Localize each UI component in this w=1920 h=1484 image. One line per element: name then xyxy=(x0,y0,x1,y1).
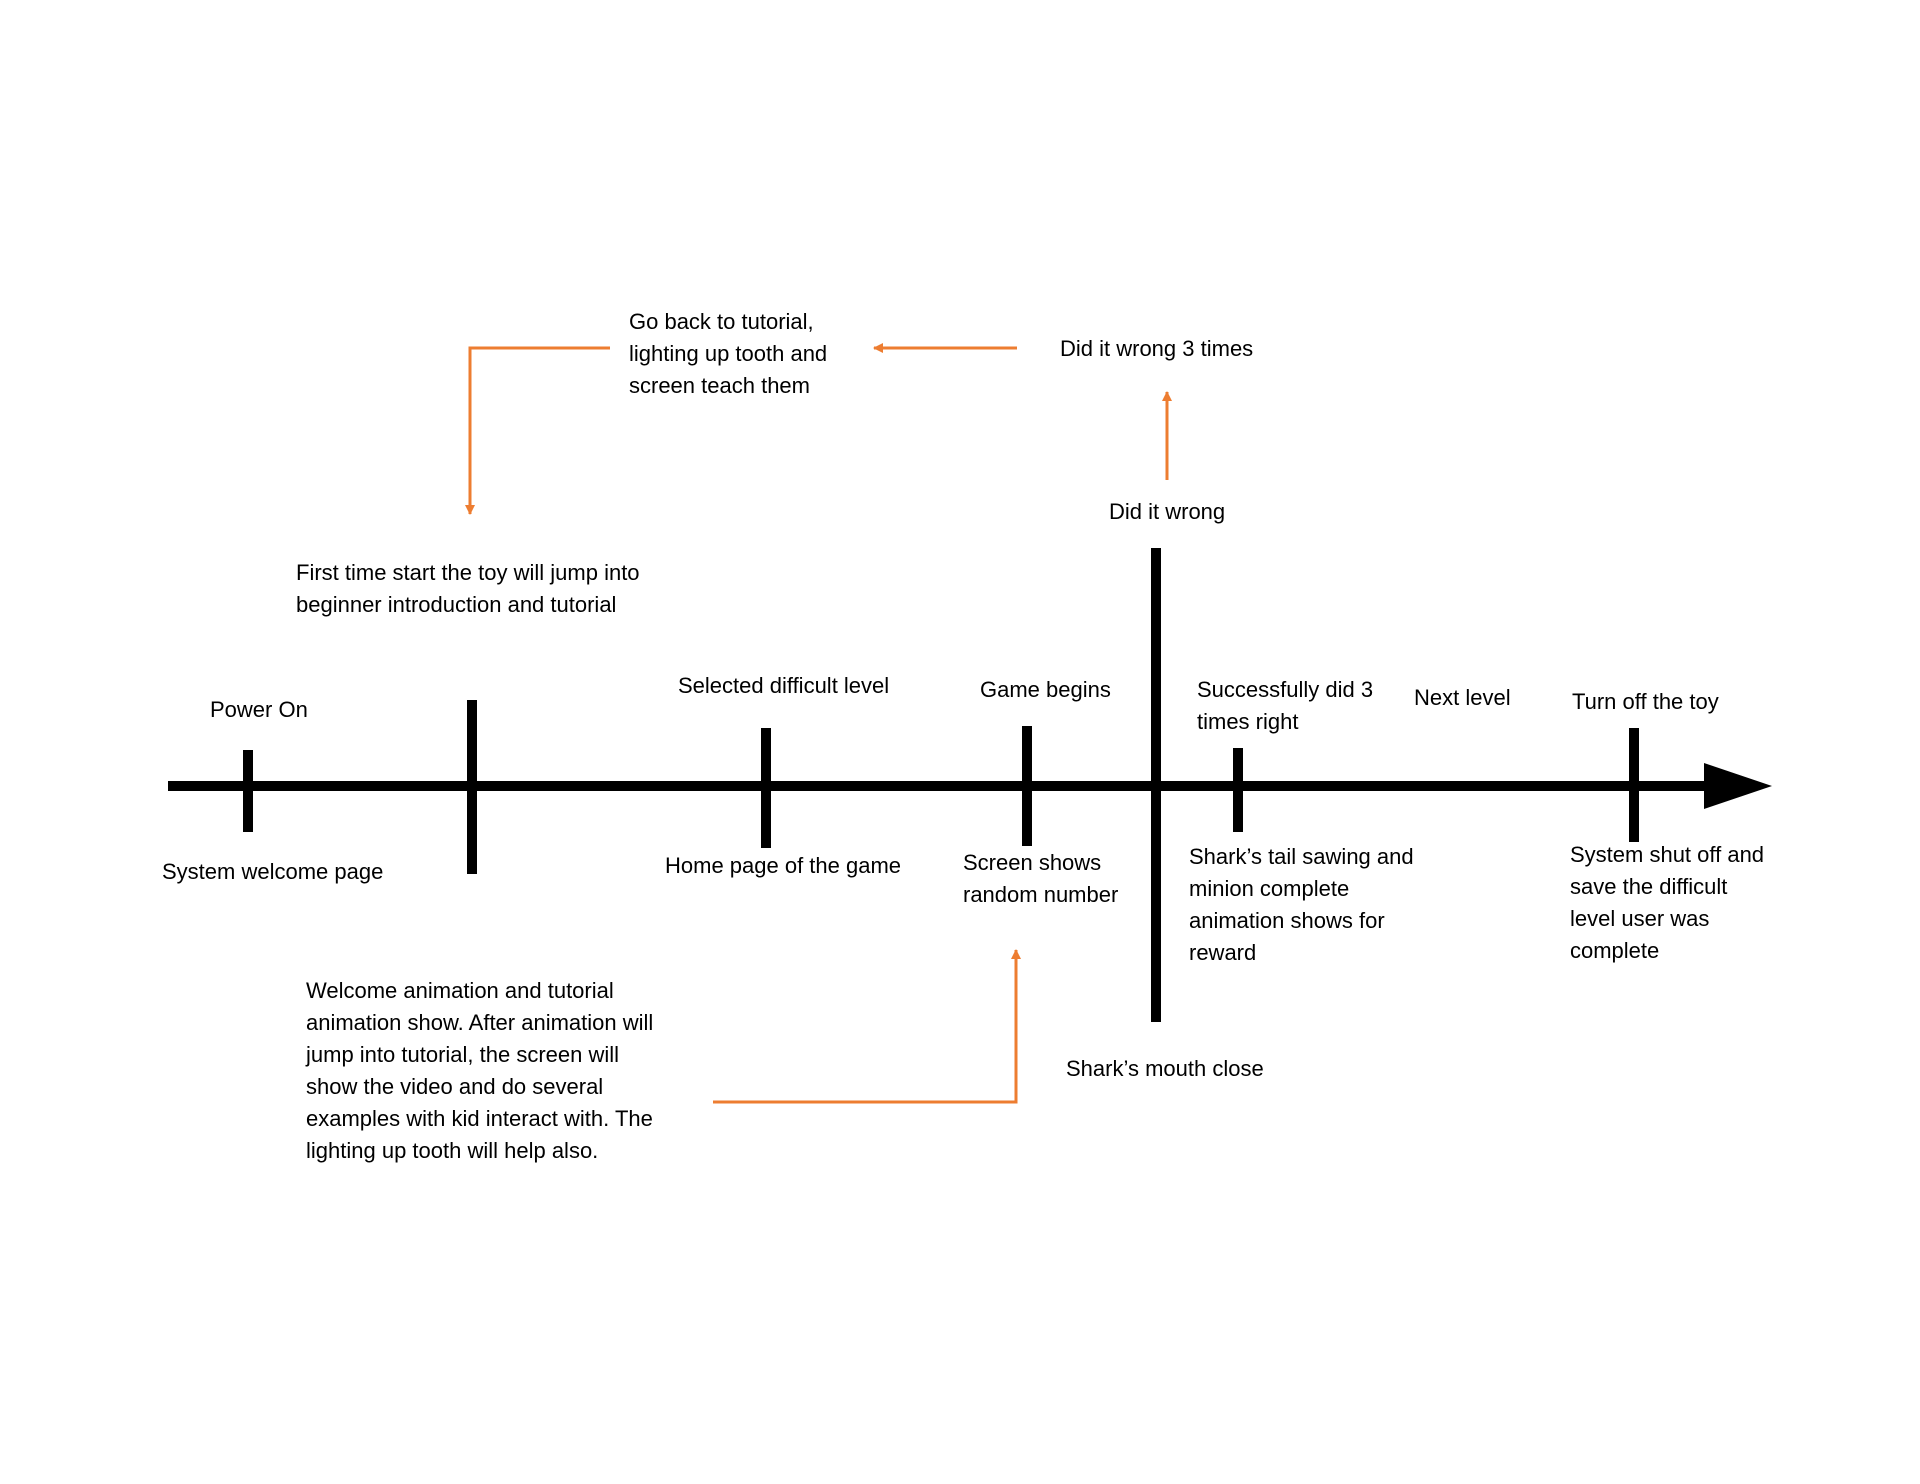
label-turn-off-toy: Turn off the toy xyxy=(1572,689,1719,714)
flow-arrow-welcome-to-random-number xyxy=(713,949,1021,1104)
label-system-welcome-page: System welcome page xyxy=(162,859,384,884)
label-selected-difficult-level: Selected difficult level xyxy=(678,673,890,698)
label-next-level: Next level xyxy=(1414,685,1511,710)
label-sharks-mouth-close: Shark’s mouth close xyxy=(1066,1056,1264,1081)
flow-arrow-tutorial-to-first-start xyxy=(465,346,610,515)
timeline-arrowhead-icon xyxy=(1704,763,1772,809)
label-power-on: Power On xyxy=(210,697,308,722)
label-home-page: Home page of the game xyxy=(665,853,902,878)
label-first-time-start: First time start the toy will jump into … xyxy=(296,560,640,617)
label-did-it-wrong: Did it wrong xyxy=(1109,499,1226,524)
label-sharks-tail: Shark’s tail sawing and minion complete … xyxy=(1189,844,1414,965)
label-game-begins: Game begins xyxy=(980,677,1111,702)
label-successfully-3-right: Successfully did 3 times right xyxy=(1197,677,1374,734)
label-did-it-wrong-3-times: Did it wrong 3 times xyxy=(1060,336,1254,361)
label-screen-random-number: Screen shows random number xyxy=(963,850,1119,907)
label-system-shut-off: System shut off and save the difficult l… xyxy=(1570,842,1765,963)
label-welcome-animation: Welcome animation and tutorial animation… xyxy=(306,978,654,1163)
label-go-back-tutorial: Go back to tutorial, lighting up tooth a… xyxy=(629,309,828,398)
